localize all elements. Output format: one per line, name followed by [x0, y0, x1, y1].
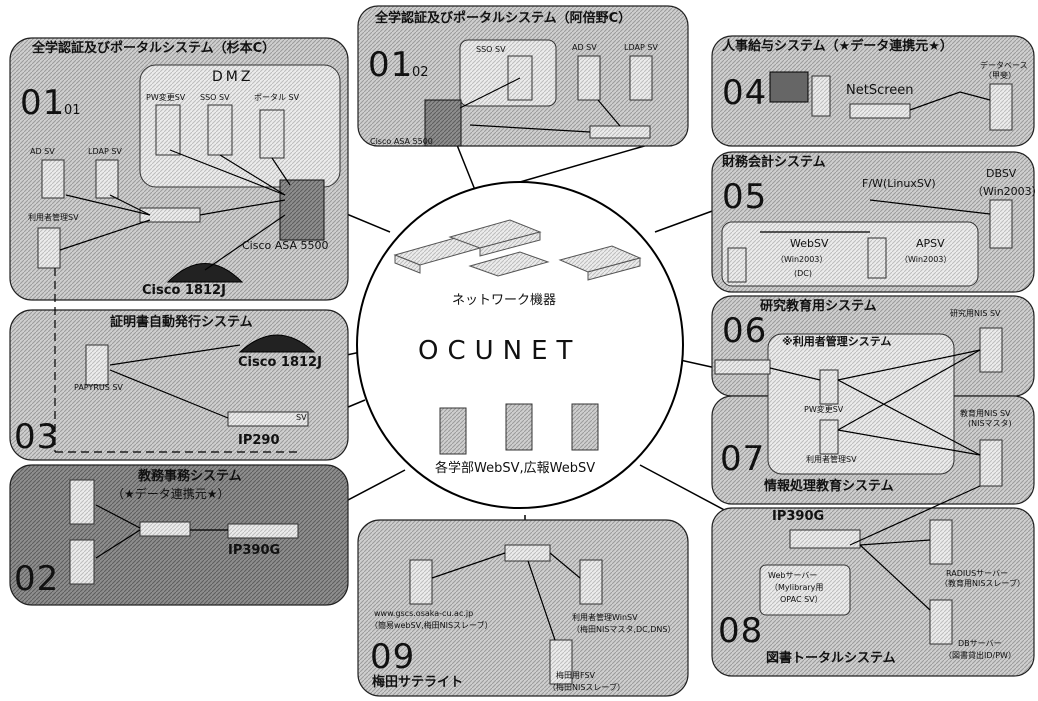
label-apsv-05-os: （Win2003）	[900, 255, 952, 264]
label-dbsv-05: DBSV	[986, 167, 1017, 180]
label-sso-02: SSO SV	[476, 45, 506, 54]
label-edu-nis: 教育用NIS SV	[960, 409, 1011, 418]
label-radius: RADIUSサーバー	[946, 569, 1009, 578]
device-asa-01: Cisco ASA 5500	[242, 239, 329, 252]
sub-01-01: 01	[64, 103, 81, 118]
label-sv-03: SV	[296, 413, 307, 422]
label-websv-05-dc: (DC)	[794, 269, 812, 278]
monitor	[769, 71, 809, 103]
label-umeda-fsv: 梅田用FSV	[556, 671, 596, 680]
label-db-server-08-sub: （図書貸出ID/PW）	[944, 651, 1016, 660]
title-07: 情報処理教育システム	[764, 479, 894, 494]
device-1812j-03: Cisco 1812J	[238, 355, 322, 370]
ocunet-title: OCUNET	[418, 336, 582, 366]
label-research-nis: 研究用NIS SV	[950, 309, 1001, 318]
server-towers	[37, 55, 1013, 685]
num-08: 08	[718, 611, 764, 651]
label-web-server-08-sub: （Mylibrary用	[770, 583, 824, 592]
num-01-02: 01	[368, 45, 414, 85]
device-ip290: IP290	[238, 433, 280, 448]
dmz-box	[139, 64, 341, 188]
user-mgmt-box	[767, 333, 955, 475]
title-08: 図書トータルシステム	[766, 651, 896, 666]
label-web-server-08-opac: OPAC SV）	[780, 595, 823, 604]
box-05-inner	[721, 221, 979, 287]
label-apsv-05: APSV	[916, 237, 945, 250]
title-06: 研究教育用システム	[760, 299, 877, 314]
title-04: 人事給与システム（★データ連携元★）	[722, 39, 953, 54]
label-user-mgmt: 利用者管理SV	[28, 213, 79, 222]
label-websv-05-os: （Win2003）	[776, 255, 828, 264]
title-02: 教務事務システム	[138, 469, 242, 484]
web-servers-label: 各学部WebSV,広報WebSV	[435, 461, 596, 476]
num-03: 03	[14, 417, 60, 457]
label-ldap: LDAP SV	[88, 147, 122, 156]
box-09	[357, 519, 689, 697]
num-04: 04	[722, 73, 768, 113]
label-sso: SSO SV	[200, 93, 230, 102]
label-ldap-02: LDAP SV	[624, 43, 658, 52]
title-03: 証明書自動発行システム	[110, 315, 253, 330]
routers	[166, 263, 316, 353]
web-servers	[439, 403, 599, 455]
num-06: 06	[722, 311, 768, 351]
label-dbsv-05-os: （Win2003）	[972, 185, 1038, 198]
num-02: 02	[14, 559, 60, 599]
label-gscs-web-sub: （簡易webSV,梅田NISスレーブ）	[370, 621, 493, 630]
label-umeda-user-mgmt-sub: （梅田NISマスタ,DC,DNS）	[572, 625, 676, 634]
box-08	[711, 507, 1035, 677]
box-04	[711, 35, 1035, 147]
network-equipment	[393, 219, 642, 281]
title-09: 梅田サテライト	[372, 675, 464, 690]
label-edu-nis-master: (NISマスタ)	[968, 419, 1012, 428]
label-db-04: データベース	[980, 61, 1028, 70]
label-pw-change-06: PW変更SV	[804, 405, 844, 414]
box-03	[9, 309, 349, 461]
label-web-server-08: Webサーバー	[768, 571, 818, 580]
label-radius-sub: （教育用NISスレーブ）	[940, 579, 1025, 588]
device-netscreen: NetScreen	[846, 83, 914, 98]
network-equipment-label: ネットワーク機器	[452, 293, 557, 308]
dmz-label: DMZ	[212, 69, 254, 85]
label-ad-02: AD SV	[572, 43, 597, 52]
num-07: 07	[720, 439, 766, 479]
device-ip390g-02: IP390G	[228, 543, 281, 558]
label-gscs-web: www.gscs.osaka-cu.ac.jp	[374, 609, 474, 618]
label-umeda-fsv-sub: （梅田NISスレーブ）	[548, 683, 625, 692]
num-05: 05	[722, 177, 768, 217]
label-papyrus: PAPYRUS SV	[74, 383, 123, 392]
label-db-server-08: DBサーバー	[958, 639, 1002, 648]
label-fw-05: F/W(LinuxSV)	[862, 177, 936, 190]
title-01-02: 全学認証及びポータルシステム（阿倍野C）	[375, 11, 632, 26]
device-1812j-01: Cisco 1812J	[142, 283, 226, 298]
switches	[139, 103, 911, 562]
zigzag-link	[909, 91, 991, 111]
inner-lines	[59, 77, 991, 641]
subtitle-02: （★データ連携元★）	[112, 487, 230, 501]
label-user-mgmt-system: ※利用者管理システム	[782, 335, 892, 348]
title-01-01: 全学認証及びポータルシステム（杉本C）	[32, 41, 276, 56]
label-pw-change: PW変更SV	[146, 93, 186, 102]
label-websv-05: WebSV	[790, 237, 829, 250]
label-user-mgmt-06: 利用者管理SV	[806, 455, 857, 464]
label-ad: AD SV	[30, 147, 55, 156]
label-portal: ポータル SV	[254, 93, 300, 102]
device-asa-02: Cisco ASA 5500	[370, 137, 433, 146]
web-server-box	[759, 564, 851, 616]
num-09: 09	[370, 637, 416, 677]
device-ip390g-08: IP390G	[772, 509, 825, 524]
title-05: 財務会計システム	[722, 155, 826, 170]
num-01-01: 01	[20, 83, 66, 123]
firewalls	[279, 99, 462, 241]
label-umeda-user-mgmt: 利用者管理WinSV	[572, 613, 638, 622]
sub-01-02: 02	[412, 65, 429, 80]
label-db-04-sub: （甲斐）	[984, 71, 1016, 80]
